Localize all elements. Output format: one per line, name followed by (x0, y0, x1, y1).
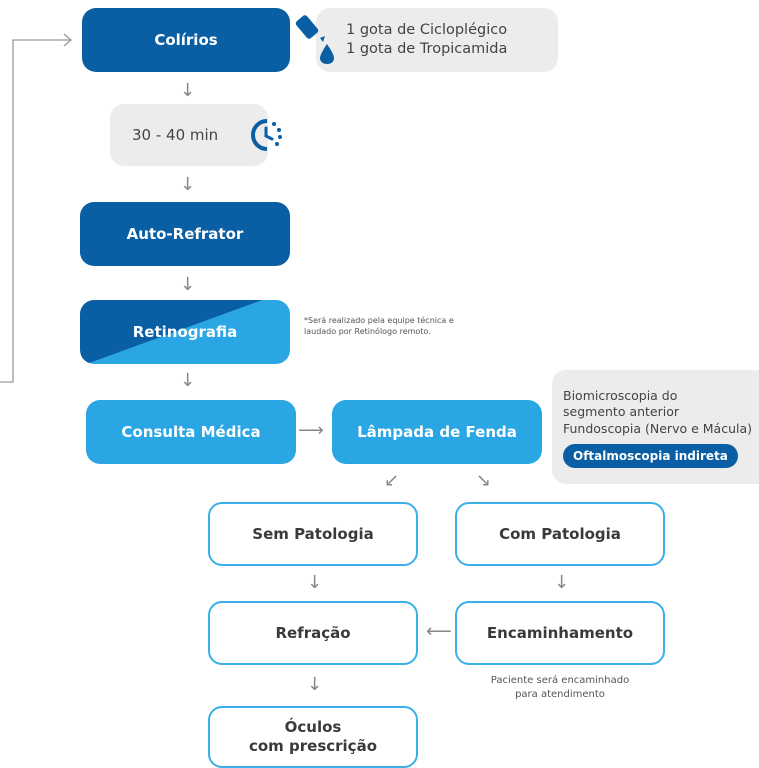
arrow-down-1: ↓ (180, 80, 196, 101)
drops-info-box: 1 gota de Cicloplégico 1 gota de Tropica… (316, 8, 558, 72)
wait-time-box: 30 - 40 min (110, 104, 268, 166)
oftalmoscopia-badge: Oftalmoscopia indireta (563, 443, 738, 468)
retinografia-note-line-1: *Será realizado pela equipe técnica e (304, 316, 454, 325)
retinografia-box: Retinografia (80, 300, 290, 364)
lampada-info-box: Biomicroscopia do segmento anterior Fund… (552, 370, 759, 484)
eye-drop-icon (295, 15, 334, 64)
arrow-down-6: ↓ (554, 572, 570, 593)
arrow-right-1: ⟶ (298, 420, 324, 441)
arrow-diag-right: ↘ (476, 470, 492, 491)
arrow-down-3: ↓ (180, 274, 196, 295)
arrow-diag-left: ↙ (384, 470, 400, 491)
encaminhamento-note-line-2: para atendimento (515, 688, 605, 700)
encaminhamento-label: Encaminhamento (486, 624, 634, 642)
consulta-medica-box: Consulta Médica (86, 400, 296, 464)
sem-patologia-label: Sem Patologia (252, 525, 374, 543)
arrow-down-4: ↓ (180, 370, 196, 391)
lampada-info-line-2: segmento anterior (563, 404, 680, 420)
arrow-down-7: ↓ (307, 674, 323, 695)
refracao-label: Refração (275, 624, 351, 642)
arrow-left-1: ⟵ (426, 621, 452, 642)
clock-icon (251, 119, 282, 151)
consulta-medica-label: Consulta Médica (121, 423, 261, 441)
retinografia-label: Retinografia (132, 323, 238, 341)
colirios-box: Colírios (82, 8, 290, 72)
drops-line-1: 1 gota de Cicloplégico (346, 22, 508, 39)
retinografia-note-line-2: laudado por Retinólogo remoto. (304, 326, 431, 336)
com-patologia-label: Com Patologia (499, 525, 621, 543)
arrow-down-5: ↓ (307, 572, 323, 593)
auto-refrator-label: Auto-Refrator (126, 225, 244, 243)
wait-time-label: 30 - 40 min (132, 126, 219, 144)
drops-line-2: 1 gota de Tropicamida (346, 41, 508, 57)
oculos-box: Óculos com prescrição (208, 706, 418, 768)
oculos-label-line-2: com prescrição (248, 737, 378, 755)
auto-refrator-box: Auto-Refrator (80, 202, 290, 266)
arrow-down-2: ↓ (180, 174, 196, 195)
refracao-box: Refração (208, 601, 418, 665)
sem-patologia-box: Sem Patologia (208, 502, 418, 566)
lampada-de-fenda-label: Lâmpada de Fenda (357, 423, 517, 441)
encaminhamento-note: Paciente será encaminhado para atendimen… (455, 674, 665, 701)
lampada-info-line-1: Biomicroscopia do (563, 388, 678, 403)
lampada-info-line-3: Fundoscopia (Nervo e Mácula) (563, 420, 752, 436)
encaminhamento-box: Encaminhamento (455, 601, 665, 665)
retinografia-note: *Será realizado pela equipe técnica e la… (304, 316, 454, 338)
loop-back-line (0, 39, 70, 383)
lampada-de-fenda-box: Lâmpada de Fenda (332, 400, 542, 464)
encaminhamento-note-line-1: Paciente será encaminhado (490, 675, 630, 686)
loop-back-arrowhead (63, 33, 72, 47)
oculos-label-line-1: Óculos (284, 718, 342, 737)
colirios-label: Colírios (154, 31, 218, 49)
com-patologia-box: Com Patologia (455, 502, 665, 566)
